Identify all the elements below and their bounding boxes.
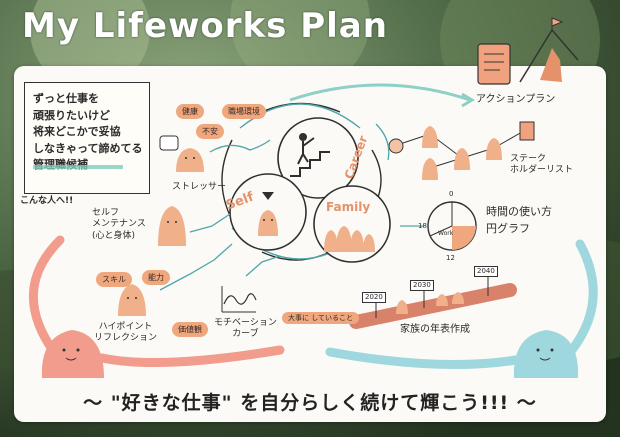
time-pie-label: 時間の使い方 円グラフ xyxy=(486,205,552,235)
stakeholder-label: ステーク ホルダーリスト xyxy=(510,154,574,176)
stairs-climber-icon xyxy=(290,133,330,177)
pie-slice-label: Work xyxy=(438,230,454,237)
intro-box: ずっと仕事を 頑張りたいけど 将来どこかで妥協 しなきゃって諦めてる 管理職候補 xyxy=(24,82,150,194)
checklist-icon xyxy=(477,43,511,85)
stressor-tag-workplace: 職場環境 xyxy=(222,104,266,119)
timeline-sign-2020: 2020 xyxy=(362,292,386,303)
intro-highlight xyxy=(33,165,123,169)
highpoint-tag-skill: スキル xyxy=(96,272,132,287)
time-pie-chart xyxy=(427,201,477,251)
highpoint-character-icon xyxy=(118,284,146,316)
stakeholder-network xyxy=(388,121,535,180)
pink-arm xyxy=(29,235,65,357)
maintenance-character-icon xyxy=(158,206,186,246)
family-timeline-label: 家族の年表作成 xyxy=(400,324,470,335)
intro-text: ずっと仕事を 頑張りたいけど 将来どこかで妥協 しなきゃって諦めてる 管理職候補 xyxy=(33,92,143,171)
career-circle xyxy=(277,117,359,199)
arrow-to-action-plan xyxy=(289,83,471,102)
motivation-tag-values: 価値観 xyxy=(172,322,208,337)
motivation-note: 大事に していること xyxy=(282,312,360,325)
cycle-family-label: Family xyxy=(326,200,371,214)
self-character-icon xyxy=(258,192,278,236)
family-group-icon xyxy=(324,226,375,252)
pie-tick-bottom: 12 xyxy=(446,254,455,262)
timeline-sign-2040: 2040 xyxy=(474,266,498,277)
motivation-label: モチベーション カーブ xyxy=(214,318,277,340)
action-plan-label: アクションプラン xyxy=(476,94,556,105)
motivation-curve-graph xyxy=(221,286,257,313)
stressor-tag-health: 健康 xyxy=(176,104,204,119)
stressor-tag-anxiety: 不安 xyxy=(196,124,224,139)
blue-arm xyxy=(567,239,598,355)
target-note: こんな人へ!! xyxy=(20,196,74,206)
family-timeline-drawing xyxy=(349,276,517,329)
pie-tick-left: 18 xyxy=(418,222,427,230)
pie-tick-top: 0 xyxy=(449,190,454,198)
stressor-label: ストレッサー xyxy=(172,182,227,192)
highpoint-tag-ability: 能力 xyxy=(142,270,170,285)
blue-character-icon xyxy=(513,330,579,378)
pink-character-icon xyxy=(41,330,104,378)
slogan: 〜 "好きな仕事" を自分らしく続けて輝こう!!! 〜 xyxy=(83,392,537,414)
timeline-sign-2030: 2030 xyxy=(410,280,434,291)
goal-mountain-icon xyxy=(519,17,579,83)
page-title: My Lifeworks Plan xyxy=(22,6,388,46)
self-maintenance-label: セルフ メンテナンス (心と身体) xyxy=(92,208,146,241)
stressor-character-icon xyxy=(159,135,204,172)
highpoint-label: ハイポイント リフレクション xyxy=(94,322,158,344)
